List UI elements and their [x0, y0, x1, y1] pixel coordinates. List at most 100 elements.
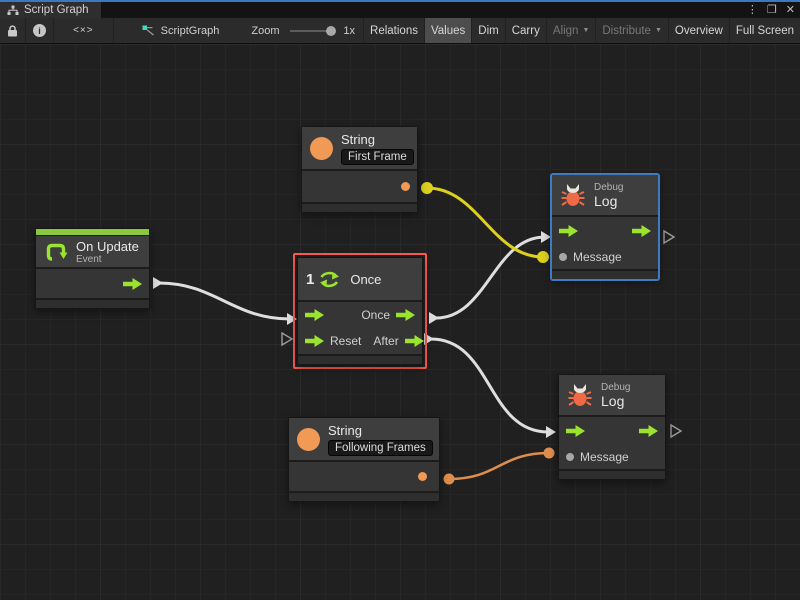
fullscreen-button[interactable]: Full Screen — [728, 18, 800, 43]
node-title: On Update — [76, 238, 139, 254]
node-footer — [302, 202, 417, 212]
reset-input-port[interactable] — [305, 335, 324, 347]
node-value-row: Message — [559, 445, 665, 469]
close-icon[interactable]: ✕ — [785, 3, 795, 16]
once-output-label: Once — [361, 308, 390, 322]
graph-toolbar: i <×> ScriptGraph Zoom 1x Relations Valu… — [0, 18, 800, 44]
node-flow-row — [552, 217, 658, 245]
fullscreen-label: Full Screen — [735, 24, 794, 37]
tab-title: Script Graph — [24, 4, 89, 16]
flow-input-port[interactable] — [566, 425, 585, 437]
wire-value-firstframe[interactable] — [426, 186, 544, 259]
code-view-button[interactable]: <×> — [54, 18, 114, 43]
node-string-following[interactable]: String Following Frames — [288, 417, 440, 502]
flow-output-port[interactable] — [632, 225, 651, 237]
wire-end-arrow — [541, 231, 551, 243]
node-footer — [298, 354, 422, 364]
node-value-row: Message — [552, 245, 658, 269]
string-output-port[interactable] — [418, 472, 427, 481]
reset-input-label: Reset — [330, 334, 362, 348]
wire-dot — [421, 182, 433, 194]
chevron-down-icon: ▼ — [582, 27, 590, 34]
script-graph-icon — [142, 25, 154, 35]
event-accent-strip — [36, 229, 149, 236]
tab-bar: Script Graph ⋮ ❐ ✕ — [0, 0, 800, 18]
wire-dot — [537, 251, 549, 263]
wires-layer — [153, 182, 683, 485]
node-header: Debug Log — [552, 175, 658, 217]
bug-icon — [568, 384, 592, 406]
node-once[interactable]: 1 Once Once Rese — [297, 257, 424, 365]
string-output-port[interactable] — [401, 182, 410, 191]
graph-reference[interactable]: ScriptGraph — [142, 25, 219, 37]
dim-button[interactable]: Dim — [471, 18, 504, 43]
distribute-label: Distribute — [602, 24, 651, 37]
string-value-field[interactable]: First Frame — [341, 148, 414, 165]
node-title: Once — [350, 271, 382, 287]
unconnected-port-debugtop-out[interactable] — [663, 229, 676, 245]
info-icon: i — [33, 24, 46, 37]
loop-icon — [46, 243, 68, 261]
node-header: On Update Event — [36, 236, 149, 269]
flow-input-port[interactable] — [559, 225, 578, 237]
node-output-row — [289, 462, 439, 491]
after-output-port[interactable] — [404, 335, 424, 347]
node-debug-log-bottom[interactable]: Debug Log Message — [558, 374, 666, 480]
distribute-button[interactable]: Distribute▼ — [595, 18, 668, 43]
node-title: String — [328, 422, 362, 438]
carry-label: Carry — [511, 24, 540, 37]
node-footer — [36, 298, 149, 308]
info-button[interactable]: i — [26, 18, 54, 43]
node-string-first[interactable]: String First Frame — [301, 126, 418, 213]
wire-dot — [543, 447, 555, 459]
window-menu-icon[interactable]: ⋮ — [746, 3, 758, 16]
node-on-update[interactable]: On Update Event — [35, 228, 150, 309]
flow-output-port[interactable] — [123, 277, 142, 290]
graph-icon — [7, 5, 19, 15]
string-value-field[interactable]: Following Frames — [328, 439, 433, 456]
carry-button[interactable]: Carry — [504, 18, 546, 43]
toolbar-buttons: Relations Values Dim Carry Align▼ Distri… — [363, 18, 800, 43]
flow-output-port[interactable] — [639, 425, 658, 437]
once-output-port[interactable] — [396, 309, 415, 321]
zoom-slider-track — [289, 29, 337, 32]
bug-icon — [561, 184, 585, 206]
graph-canvas[interactable]: String First Frame Debug Log — [0, 44, 800, 600]
selection-outline-once: 1 Once Once Rese — [293, 253, 427, 369]
node-debug-log-top[interactable]: Debug Log Message — [551, 174, 659, 280]
node-header: String Following Frames — [289, 418, 439, 462]
flow-input-port[interactable] — [305, 309, 324, 321]
zoom-slider-handle[interactable] — [326, 25, 337, 36]
overview-button[interactable]: Overview — [667, 18, 729, 43]
tab-script-graph[interactable]: Script Graph — [0, 2, 101, 18]
wire-flow-once-debugbottom[interactable] — [429, 337, 550, 434]
maximize-icon[interactable]: ❐ — [766, 3, 777, 16]
wire-end-arrow — [287, 313, 297, 325]
code-view-icon: <×> — [73, 25, 94, 36]
node-footer — [289, 491, 439, 501]
message-input-port[interactable] — [559, 253, 567, 261]
message-label: Message — [573, 250, 622, 264]
node-flow-row — [559, 417, 665, 445]
node-header: Debug Log — [559, 375, 665, 417]
wire-source-arrow — [429, 312, 439, 324]
node-title: String — [341, 131, 375, 147]
cycle-icon — [320, 271, 340, 287]
wire-value-followingframes[interactable] — [448, 451, 550, 481]
align-button[interactable]: Align▼ — [545, 18, 596, 43]
unconnected-port-once-reset[interactable] — [281, 331, 294, 347]
unconnected-port-debugbottom-out[interactable] — [670, 423, 683, 439]
node-flow-row: Reset After — [298, 328, 424, 354]
values-button[interactable]: Values — [423, 18, 472, 43]
wire-flow-onupdate-once[interactable] — [157, 281, 292, 321]
wire-flow-once-debugtop[interactable] — [434, 235, 547, 320]
lock-button[interactable] — [0, 18, 26, 43]
node-flow-row — [36, 269, 149, 298]
relations-button[interactable]: Relations — [363, 18, 424, 43]
message-input-port[interactable] — [566, 453, 574, 461]
relations-label: Relations — [370, 24, 418, 37]
zoom-slider[interactable] — [289, 25, 337, 36]
chevron-down-icon: ▼ — [654, 27, 662, 34]
after-output-label: After — [373, 334, 399, 348]
